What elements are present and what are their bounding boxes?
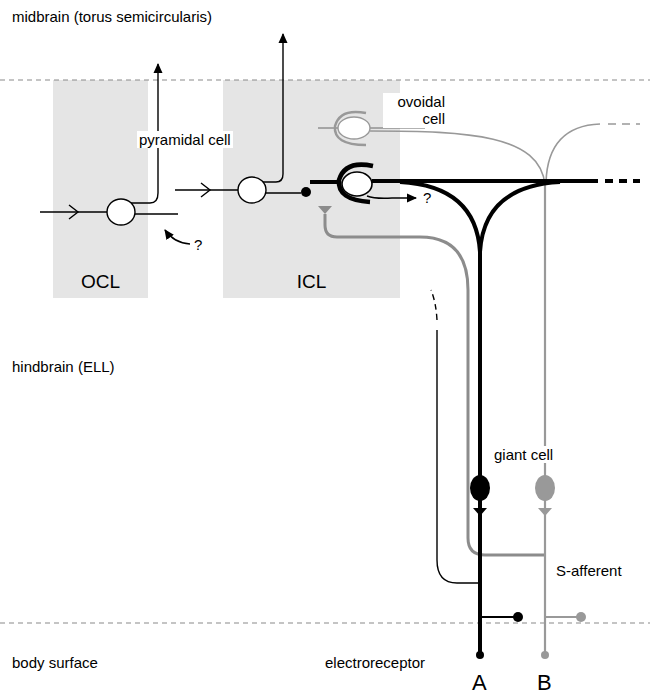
question-mark: ? (423, 189, 431, 206)
pathway-letter: B (537, 670, 552, 695)
cell-label: giant cell (492, 446, 555, 463)
layer-band: OCL (53, 80, 148, 298)
fiber-label: S-afferent (556, 562, 622, 579)
region-label: body surface (12, 654, 98, 671)
receptor-label: electroreceptor (325, 654, 425, 671)
pathway-letter: A (472, 670, 487, 695)
question-mark: ? (194, 236, 202, 253)
region-label: midbrain (torus semicircularis) (12, 8, 212, 25)
region-label: hindbrain (ELL) (12, 358, 115, 375)
layer-name: OCL (81, 271, 120, 294)
cell-label: pyramidal cell (137, 131, 233, 148)
cell-label: ovoidal cell (383, 93, 447, 128)
layer-name: ICL (297, 271, 327, 294)
